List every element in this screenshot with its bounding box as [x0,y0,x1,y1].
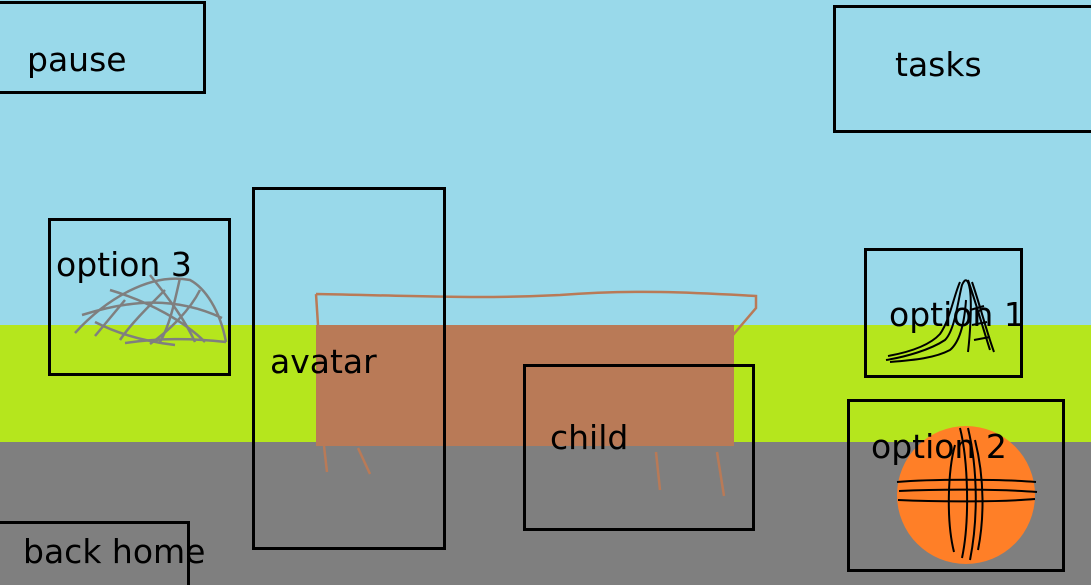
table-top-outline [314,290,758,336]
back-home-label: back home [23,532,206,571]
basketball-icon [896,426,1038,564]
avatar-label: avatar [270,342,377,381]
slide-icon [885,279,995,363]
option-3-label: option 3 [56,245,192,284]
option-1-label: option 1 [889,295,1025,334]
option-3-button[interactable]: option 3 [48,218,231,376]
child-label: child [550,418,629,457]
avatar-character[interactable]: avatar [252,187,446,550]
option-1-button[interactable]: option 1 [864,248,1025,378]
pause-button[interactable]: pause [0,1,206,94]
tasks-label: tasks [895,45,982,84]
option-2-button[interactable]: option 2 [847,399,1065,572]
child-character[interactable]: child [523,364,755,531]
tasks-button[interactable]: tasks [833,5,1091,133]
back-home-button[interactable]: back home [0,521,205,585]
pause-label: pause [27,40,127,79]
climbing-dome-icon [74,274,228,347]
table-legs [322,445,726,497]
sky-background [0,0,1091,325]
option-2-label: option 2 [871,427,1007,466]
